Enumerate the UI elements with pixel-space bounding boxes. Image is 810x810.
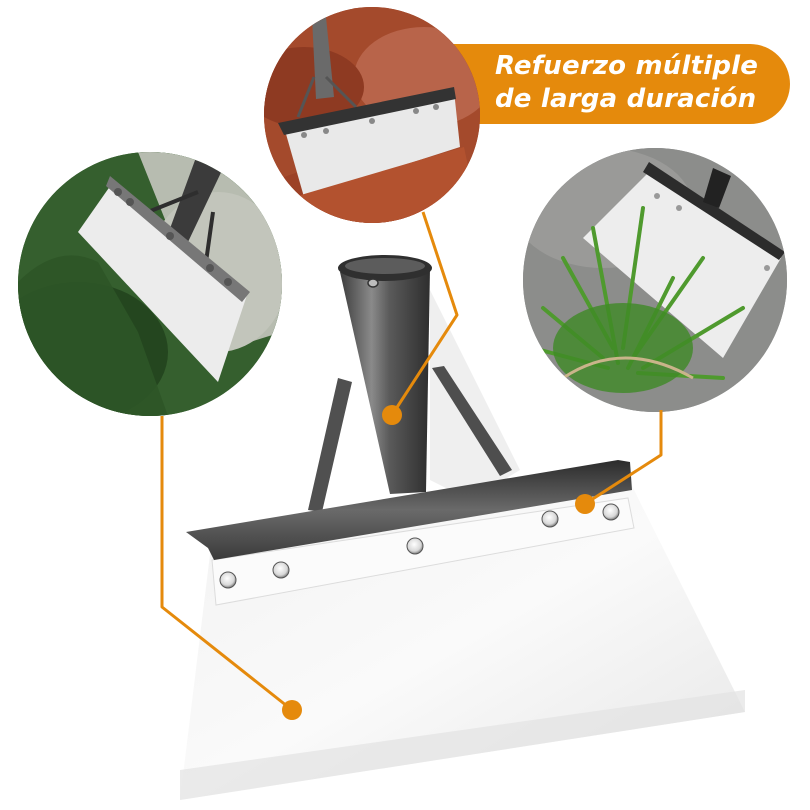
socket [340,268,430,494]
banner-line-1: Refuerzo múltiple [495,51,759,81]
left-brace [308,378,352,512]
feature-banner [420,44,790,124]
socket-screw [367,278,379,288]
inset-moss-scene [18,152,282,416]
feature-banner-text: Refuerzo múltiple de larga duración [495,50,785,116]
banner-line-2: de larga duración [495,84,757,114]
blade-edge [180,690,745,800]
angle-bar [186,460,632,560]
inset-weeds-scene [523,148,787,412]
inset-soil-scene [264,7,480,223]
